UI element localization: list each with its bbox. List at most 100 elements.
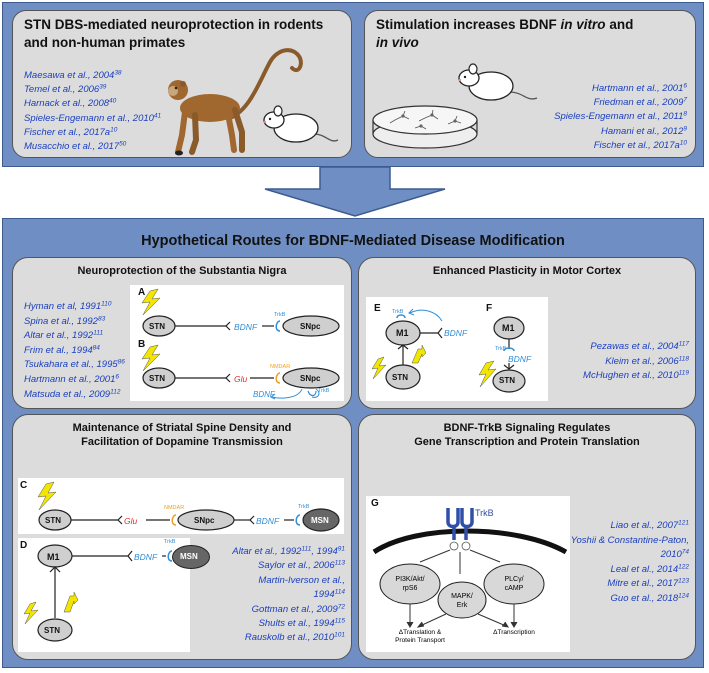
reference-text: Matsuda et al., 2009 — [24, 388, 111, 400]
reference-item: Altar et al., 1992111 — [24, 329, 125, 344]
snpc-label-a: SNpc — [300, 322, 321, 331]
reference-number: 114 — [334, 588, 345, 596]
msn-label-d: MSN — [180, 552, 198, 561]
reference-item: 201074 — [571, 548, 689, 563]
trkb-label-a: TrkB — [274, 312, 286, 318]
reference-number: 110 — [101, 300, 112, 308]
snpc-label-b: SNpc — [300, 374, 321, 383]
reference-text: Rauskolb et al., 2010 — [244, 632, 335, 644]
reference-text: Liao et al., 2007 — [610, 520, 679, 531]
down-arrow — [264, 166, 446, 217]
bdnf-label-f: BDNF — [508, 354, 532, 364]
reference-text: Pezawas et al., 2004 — [590, 341, 679, 352]
glu-label-b: Glu — [234, 374, 248, 384]
reference-text: Musacchio et al., 2017 — [24, 141, 120, 153]
glu-label-c: Glu — [124, 516, 138, 526]
reference-number: 111 — [301, 545, 312, 553]
reference-item: Tsukahara et al., 199586 — [24, 358, 125, 373]
title-signaling: BDNF-TrkB Signaling Regulates Gene Trans… — [358, 421, 696, 449]
trkb-label-c: TrkB — [298, 504, 310, 510]
diagram-ab-drawing — [141, 288, 340, 400]
reference-text: 2010 — [660, 549, 682, 561]
reference-item: Altar et al., 1992111, 199491 — [232, 545, 345, 559]
reference-text: Temel et al., 2006 — [24, 84, 100, 96]
label-a: A — [138, 287, 146, 298]
reference-item: Yoshii & Constantine-Paton, — [571, 534, 689, 549]
diagram-ef-drawing — [371, 308, 526, 393]
reference-item: Mitre et al., 2017123 — [571, 577, 689, 592]
reference-number: 72 — [337, 603, 345, 611]
reference-text: Saylor et al., 2006 — [258, 560, 335, 572]
reference-number: 118 — [678, 355, 689, 363]
trkb-label-f: TrkB — [495, 346, 507, 352]
reference-number: 119 — [678, 369, 689, 377]
title-motor-cortex: Enhanced Plasticity in Motor Cortex — [358, 264, 696, 278]
panel-title-stn-dbs: STN DBS-mediated neuroprotection in rode… — [24, 16, 324, 52]
reference-text: Mitre et al., 2017 — [607, 578, 679, 590]
reference-number: 10 — [110, 126, 118, 134]
title-part-2: in vitro — [560, 17, 606, 32]
reference-number: 8 — [683, 110, 687, 118]
reference-number: 91 — [337, 545, 345, 553]
reference-text: Harnack et al., 2008 — [24, 98, 110, 110]
reference-text: Spieles-Engemann et al., 2010 — [24, 112, 154, 124]
reference-text-extra: , 1994 — [311, 546, 338, 557]
stn-label-d: STN — [44, 626, 60, 635]
reference-text: Tsukahara et al., 1995 — [24, 359, 118, 371]
msn-node-d — [172, 545, 210, 569]
reference-item: Hyman et al, 1991110 — [24, 300, 125, 315]
reference-number: 6 — [115, 373, 119, 381]
label-c: C — [20, 480, 28, 491]
panel-title-stn-dbs-text: STN DBS-mediated neuroprotection in rode… — [24, 17, 324, 50]
diagram-g-drawing — [372, 508, 568, 628]
reference-number: 121 — [678, 519, 689, 527]
reference-item: Shults et al., 1994115 — [232, 617, 345, 631]
reference-number: 117 — [678, 340, 689, 348]
reference-item: Spina et al., 199283 — [24, 315, 125, 330]
reference-text: Fischer et al., 2017a — [24, 126, 111, 138]
title-signaling-line1: BDNF-TrkB Signaling Regulates — [443, 422, 611, 434]
label-f: F — [486, 303, 493, 314]
reference-item: Friedman et al., 20097 — [554, 96, 687, 110]
reference-item: Kleim et al., 2006118 — [583, 355, 689, 370]
stn-label-f: STN — [499, 376, 515, 385]
main-title-text: Hypothetical Routes for BDNF-Mediated Di… — [141, 233, 565, 249]
reference-item: Pezawas et al., 2004117 — [583, 340, 689, 355]
translation-label: ΔTranslation & Protein Transport — [395, 629, 445, 644]
reference-number: 39 — [99, 83, 107, 91]
pi3k-node-label: PI3K/Akt/ rpS6 — [395, 576, 425, 592]
reference-number: 41 — [153, 112, 162, 120]
reference-text: Hartmann et al., 2001 — [592, 83, 684, 94]
title-striatal: Maintenance of Striatal Spine Density an… — [12, 421, 352, 449]
reference-text: 1994 — [313, 589, 335, 601]
reference-item: Harnack et al., 200840 — [24, 97, 161, 111]
reference-item: Spieles-Engemann et al., 20118 — [554, 110, 687, 124]
reference-item: McHughen et al., 2010119 — [583, 369, 689, 384]
reference-item: Temel et al., 200639 — [24, 83, 161, 97]
reference-text: Hartmann et al., 2001 — [24, 373, 116, 385]
reference-item: Fischer et al., 2017a10 — [554, 139, 687, 153]
reference-number: 115 — [334, 617, 345, 625]
reference-number: 10 — [679, 139, 687, 147]
reference-number: 7 — [683, 96, 687, 104]
reference-number: 38 — [114, 69, 122, 77]
reference-item: Gottman et al., 200972 — [232, 603, 345, 617]
title-part-4: in vivo — [376, 35, 419, 50]
title-part-3: and — [605, 17, 634, 32]
title-part-1: Stimulation increases BDNF — [376, 17, 561, 32]
reference-text: Shults et al., 1994 — [258, 618, 335, 630]
reference-text: Altar et al., 1992 — [232, 546, 302, 557]
diagram-c-drawing — [37, 481, 340, 532]
nmdar-label-b: NMDAR — [270, 364, 291, 370]
stn-label-e: STN — [392, 373, 408, 382]
reference-item: Leal et al., 2014122 — [571, 563, 689, 578]
bdnf-label-a: BDNF — [234, 322, 258, 332]
reference-number: 83 — [97, 315, 106, 323]
reference-number: 84 — [92, 344, 100, 352]
reference-item: Fischer et al., 2017a10 — [24, 126, 161, 140]
bdnf-label-b: BDNF — [253, 390, 275, 399]
nmdar-label-c: NMDAR — [164, 505, 185, 511]
